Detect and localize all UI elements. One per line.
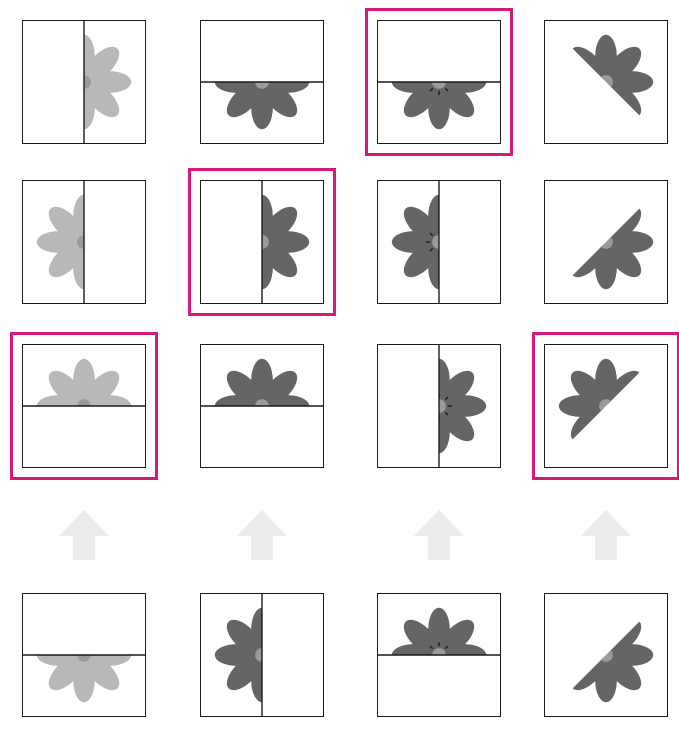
petal [79,201,125,247]
petal-mark [445,233,448,236]
flower-center [599,648,613,662]
petal [79,401,125,447]
petal [221,401,267,447]
reference-tile [200,593,324,717]
option-tile[interactable] [544,20,668,144]
petal [434,41,480,87]
flower-icon [559,195,653,289]
arrow-up-icon [579,508,633,562]
flower-center [599,399,613,413]
petal [559,231,602,253]
arrow-up-icon [57,508,111,562]
petal [88,231,131,253]
petal [257,650,303,696]
petal [257,41,303,87]
petal-mark [445,248,448,251]
flower-icon [559,359,653,453]
option-tile[interactable] [22,180,146,304]
petal [443,231,486,253]
petal [266,644,309,666]
petal [257,614,303,660]
reference-tile [544,593,668,717]
petal [398,41,444,87]
petal-mark [430,73,433,76]
option-tile[interactable] [22,344,146,468]
petal [221,201,267,247]
petal-mark [445,661,448,664]
option-tile[interactable] [377,344,501,468]
flower-icon [559,35,653,129]
reference-tile [22,593,146,717]
petal-mark [430,412,433,415]
petal [73,410,95,453]
petal-mark [445,73,448,76]
petal [595,195,617,238]
petal [43,41,89,87]
petal [79,614,125,660]
petal [595,608,617,651]
petal [428,35,450,78]
petal [610,395,653,417]
reference-tile [377,593,501,717]
flower-center [599,235,613,249]
option-tile[interactable] [544,180,668,304]
petal-mark [430,661,433,664]
petal [565,201,611,247]
petal [398,401,444,447]
flower-icon [559,608,653,702]
arrow-up-icon [412,508,466,562]
petal [215,231,258,253]
petal [595,410,617,453]
petal [434,237,480,283]
petal [398,365,444,411]
option-tile[interactable] [200,344,324,468]
petal [434,201,480,247]
petal [392,395,435,417]
option-tile[interactable] [377,20,501,144]
option-tile[interactable] [200,180,324,304]
petal [221,41,267,87]
petal [559,644,602,666]
petal [251,35,273,78]
arrow-up-icon [235,508,289,562]
petal [601,401,647,447]
petal [565,77,611,123]
petal [221,237,267,283]
petal [595,86,617,129]
option-tile[interactable] [377,180,501,304]
petal [37,71,80,93]
petal [43,77,89,123]
petal [565,614,611,660]
petal [434,650,480,696]
petal [559,71,602,93]
petal-mark [430,397,433,400]
petal [428,659,450,702]
petal [43,401,89,447]
petal [251,410,273,453]
option-tile[interactable] [544,344,668,468]
petal [43,614,89,660]
petal [79,237,125,283]
option-tile[interactable] [22,20,146,144]
option-tile[interactable] [200,20,324,144]
petal [73,608,95,651]
flower-center [599,75,613,89]
petal [398,650,444,696]
petal [257,401,303,447]
